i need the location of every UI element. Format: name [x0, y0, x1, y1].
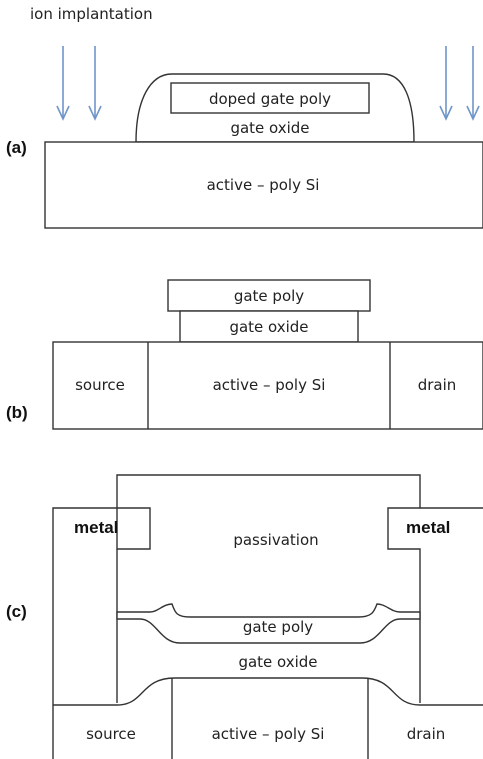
panel-b-tag: (b): [6, 403, 28, 422]
metal-right-outline: [387, 507, 421, 703]
gate-oxide-block: [179, 310, 359, 343]
panel-a-tag: (a): [6, 138, 27, 157]
drain-label: drain: [418, 376, 457, 394]
active-poly-si-label: active – poly Si: [212, 725, 325, 743]
passivation-label: passivation: [233, 531, 318, 549]
ion-arrow: [56, 46, 70, 121]
doped-gate-poly-block: [170, 82, 370, 114]
gate-poly-label: gate poly: [243, 618, 313, 636]
panel-c-tag: (c): [6, 602, 27, 621]
gate-oxide-label: gate oxide: [230, 119, 309, 137]
substrate-top: [53, 677, 483, 706]
gate-poly-label: gate poly: [234, 287, 304, 305]
metal-right-label: metal: [406, 518, 450, 537]
metal-left-label: metal: [74, 518, 118, 537]
ion-implantation-title: ion implantation: [30, 5, 153, 23]
ion-arrow: [439, 46, 453, 121]
ion-arrows: [56, 46, 480, 121]
active-poly-si-label: active – poly Si: [213, 376, 326, 394]
substrate-row: [52, 341, 483, 430]
source-label: source: [86, 725, 136, 743]
gate-oxide-label: gate oxide: [238, 653, 317, 671]
active-poly-si-block: [44, 141, 483, 229]
gate-oxide-label: gate oxide: [229, 318, 308, 336]
drain-label: drain: [407, 725, 446, 743]
doped-gate-poly-label: doped gate poly: [209, 90, 331, 108]
ion-arrow: [88, 46, 102, 121]
gate-poly-curved: [116, 603, 421, 644]
active-poly-si-label: active – poly Si: [207, 176, 320, 194]
ion-arrow: [466, 46, 480, 121]
source-label: source: [75, 376, 125, 394]
